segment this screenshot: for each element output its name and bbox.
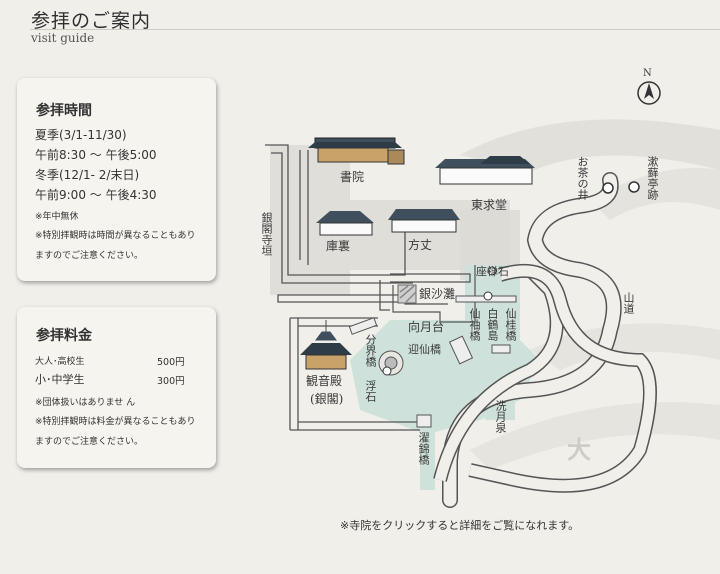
- fee-card: 参拝料金 大人･高校生 500円 小･中学生 300円 ※団体扱いはありませ ん…: [17, 307, 216, 468]
- hours-summer-time: 午前8:30 ～ 午後5:00: [35, 148, 157, 162]
- gesenkyo-label: 迎仙橋: [408, 343, 441, 356]
- hours-note-special: ※特別拝観時は時間が異なることもあり: [35, 231, 196, 241]
- ochanoi-label: お茶の井: [576, 156, 589, 200]
- gingaku-gaki-label: 銀閣寺垣: [260, 212, 273, 256]
- header-divider: [30, 29, 720, 30]
- ukiishi-label: 浮石: [364, 380, 377, 402]
- fee-note-special-2: ますのでご注意ください。: [35, 437, 144, 447]
- fee-child-label: 小･中学生: [35, 373, 85, 386]
- map-drawing: [265, 81, 720, 508]
- compass-north-label: N: [643, 68, 652, 79]
- shoin-label[interactable]: 書院: [340, 170, 365, 184]
- houjou-label[interactable]: 方丈: [408, 238, 433, 252]
- hours-card: 参拝時間 夏季(3/1-11/30) 午前8:30 ～ 午後5:00 冬季(12…: [17, 78, 216, 281]
- kuri-building-icon: [316, 211, 374, 236]
- hours-winter-time: 午前9:00 ～ 午後4:30: [35, 188, 157, 202]
- shoin-building-icon: [308, 137, 405, 165]
- kannonden-label[interactable]: 観音殿: [306, 374, 343, 388]
- ginkaku-label[interactable]: (銀閣): [310, 392, 344, 406]
- hakkakujima-label: 白鶴島: [486, 308, 499, 341]
- senyousen-label: 洗月泉: [494, 400, 507, 433]
- ginshadan-label[interactable]: 銀沙灘: [419, 287, 456, 301]
- tougudou-building-icon: [435, 156, 535, 185]
- fee-adult-price: 500円: [157, 357, 185, 368]
- senkikyo-label: 仙袖橋: [468, 308, 481, 341]
- fee-child-price: 300円: [157, 376, 185, 387]
- hours-note-open: ※年中無休: [35, 212, 79, 222]
- houjou-building-icon: [388, 209, 460, 233]
- page-subtitle: visit guide: [31, 31, 95, 45]
- senkeikyou-label: 仙桂橋: [504, 308, 517, 341]
- bunkaikyo-label: 分界橋: [364, 334, 377, 367]
- hours-note-special-2: ますのでご注意ください。: [35, 251, 144, 261]
- temple-map: N 書院 東求堂 庫裏 方丈 銀閣寺垣 銀沙灘 向月台 迎仙橋 座禅石 仙袖橋 …: [230, 60, 720, 540]
- sandou-label: 山道: [622, 292, 635, 314]
- kougetsudai-label[interactable]: 向月台: [408, 320, 445, 334]
- senzaishi-label: 座禅石: [476, 265, 509, 278]
- kuri-label[interactable]: 庫裏: [326, 239, 351, 253]
- fee-title: 参拝料金: [36, 328, 92, 344]
- fee-note-special: ※特別拝観時は料金が異なることもあり: [35, 417, 196, 427]
- kannonden-building-icon: [300, 320, 352, 370]
- hours-title: 参拝時間: [36, 103, 92, 119]
- hyoutei-label: 漱藓亭跡: [646, 156, 659, 200]
- ryuukyou-label: 濯錦橋: [417, 432, 430, 465]
- map-notice: ※寺院をクリックすると詳細をご覧になれます。: [340, 519, 580, 532]
- page-title: 参拝のご案内: [31, 10, 152, 32]
- tougudou-label[interactable]: 東求堂: [471, 198, 508, 212]
- hours-summer-label: 夏季(3/1-11/30): [35, 128, 127, 142]
- fee-note-group: ※団体扱いはありませ ん: [35, 398, 136, 408]
- dai-label: 大: [567, 435, 591, 464]
- hours-winter-label: 冬季(12/1- 2/末日): [35, 168, 140, 182]
- fee-adult-label: 大人･高校生: [35, 357, 85, 367]
- page-header: 参拝のご案内 visit guide: [0, 0, 720, 52]
- compass-icon: [637, 81, 661, 105]
